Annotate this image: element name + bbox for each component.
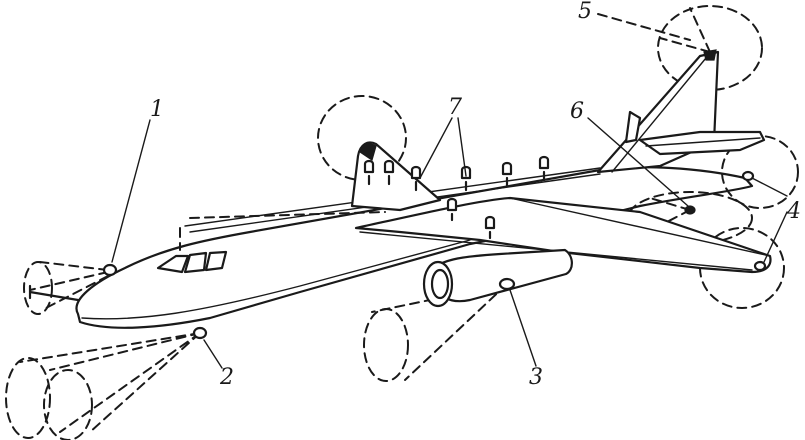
- fuselage-outline: [75, 166, 754, 329]
- lower-beam-cone-right: [43, 369, 93, 440]
- wingtip-light: [753, 260, 767, 272]
- callout-6: 6: [570, 99, 584, 124]
- lower-beam-lines: [19, 332, 201, 433]
- callout-7: 7: [448, 95, 462, 120]
- stub-fin-tip-light: [359, 143, 377, 161]
- leader-4a: [751, 177, 788, 197]
- tail-antenna: [624, 110, 642, 144]
- callout-4: 4: [786, 199, 801, 224]
- stabilizer-light: [741, 170, 755, 182]
- top-light-row: [363, 155, 550, 240]
- cockpit-windows: [156, 250, 228, 274]
- upper-fin-stub: [350, 141, 442, 212]
- tail-fin-tip-light: [703, 49, 717, 61]
- top-light-g: [446, 197, 458, 222]
- nose-light: [102, 263, 118, 277]
- leader-6: [587, 117, 689, 207]
- window-2: [183, 251, 208, 274]
- belly-front-light: [192, 326, 208, 340]
- leader-1: [111, 119, 151, 263]
- wing-light: [684, 205, 696, 215]
- fuselage-belly-line: [81, 239, 471, 320]
- leader-7a: [419, 117, 453, 179]
- top-light-e: [501, 161, 513, 188]
- horizontal-stabilizer: [638, 130, 766, 156]
- wing-trailing-edge: [509, 197, 771, 257]
- leader-2: [203, 339, 223, 369]
- stabilizer-edge: [645, 137, 761, 147]
- callout-5: 5: [578, 0, 592, 24]
- nacelle-intake-inner: [430, 268, 450, 300]
- nacelle-light: [498, 277, 516, 291]
- nose-beam: [29, 261, 109, 311]
- belly-beam-cone: [363, 308, 409, 382]
- callout-labels: 1 2 3 4 5 6 7: [150, 0, 801, 390]
- fuselage-top-dashed: [179, 211, 386, 251]
- wing-outline: [354, 196, 772, 274]
- stabilizer-outline: [638, 130, 766, 156]
- nose-beam-cone: [23, 261, 53, 315]
- top-light-d: [460, 165, 472, 192]
- callout-2: 2: [219, 365, 234, 390]
- leader-7b: [457, 117, 467, 177]
- top-light-c: [410, 165, 422, 192]
- tail-fin: [596, 50, 720, 174]
- window-3: [204, 250, 228, 272]
- fin-top-beam: [659, 7, 711, 53]
- top-light-a: [363, 159, 375, 186]
- fin-top-circle: [657, 5, 763, 91]
- callout-1: 1: [150, 97, 164, 122]
- stub-fin: [350, 141, 442, 212]
- leader-lines: [111, 117, 788, 369]
- fin-callout-line: [597, 13, 691, 41]
- top-light-h: [484, 215, 496, 240]
- top-light-f: [538, 155, 550, 182]
- callout-3: 3: [529, 365, 543, 390]
- main-wing: [354, 196, 772, 274]
- leader-3: [509, 289, 537, 367]
- nose-probe: [28, 284, 80, 302]
- engine-nacelle: [422, 248, 573, 308]
- light-fixtures: [102, 155, 767, 340]
- leader-4b: [763, 211, 788, 263]
- window-1: [156, 254, 190, 274]
- lower-beam-cone-left: [5, 357, 51, 439]
- top-light-b: [383, 159, 395, 186]
